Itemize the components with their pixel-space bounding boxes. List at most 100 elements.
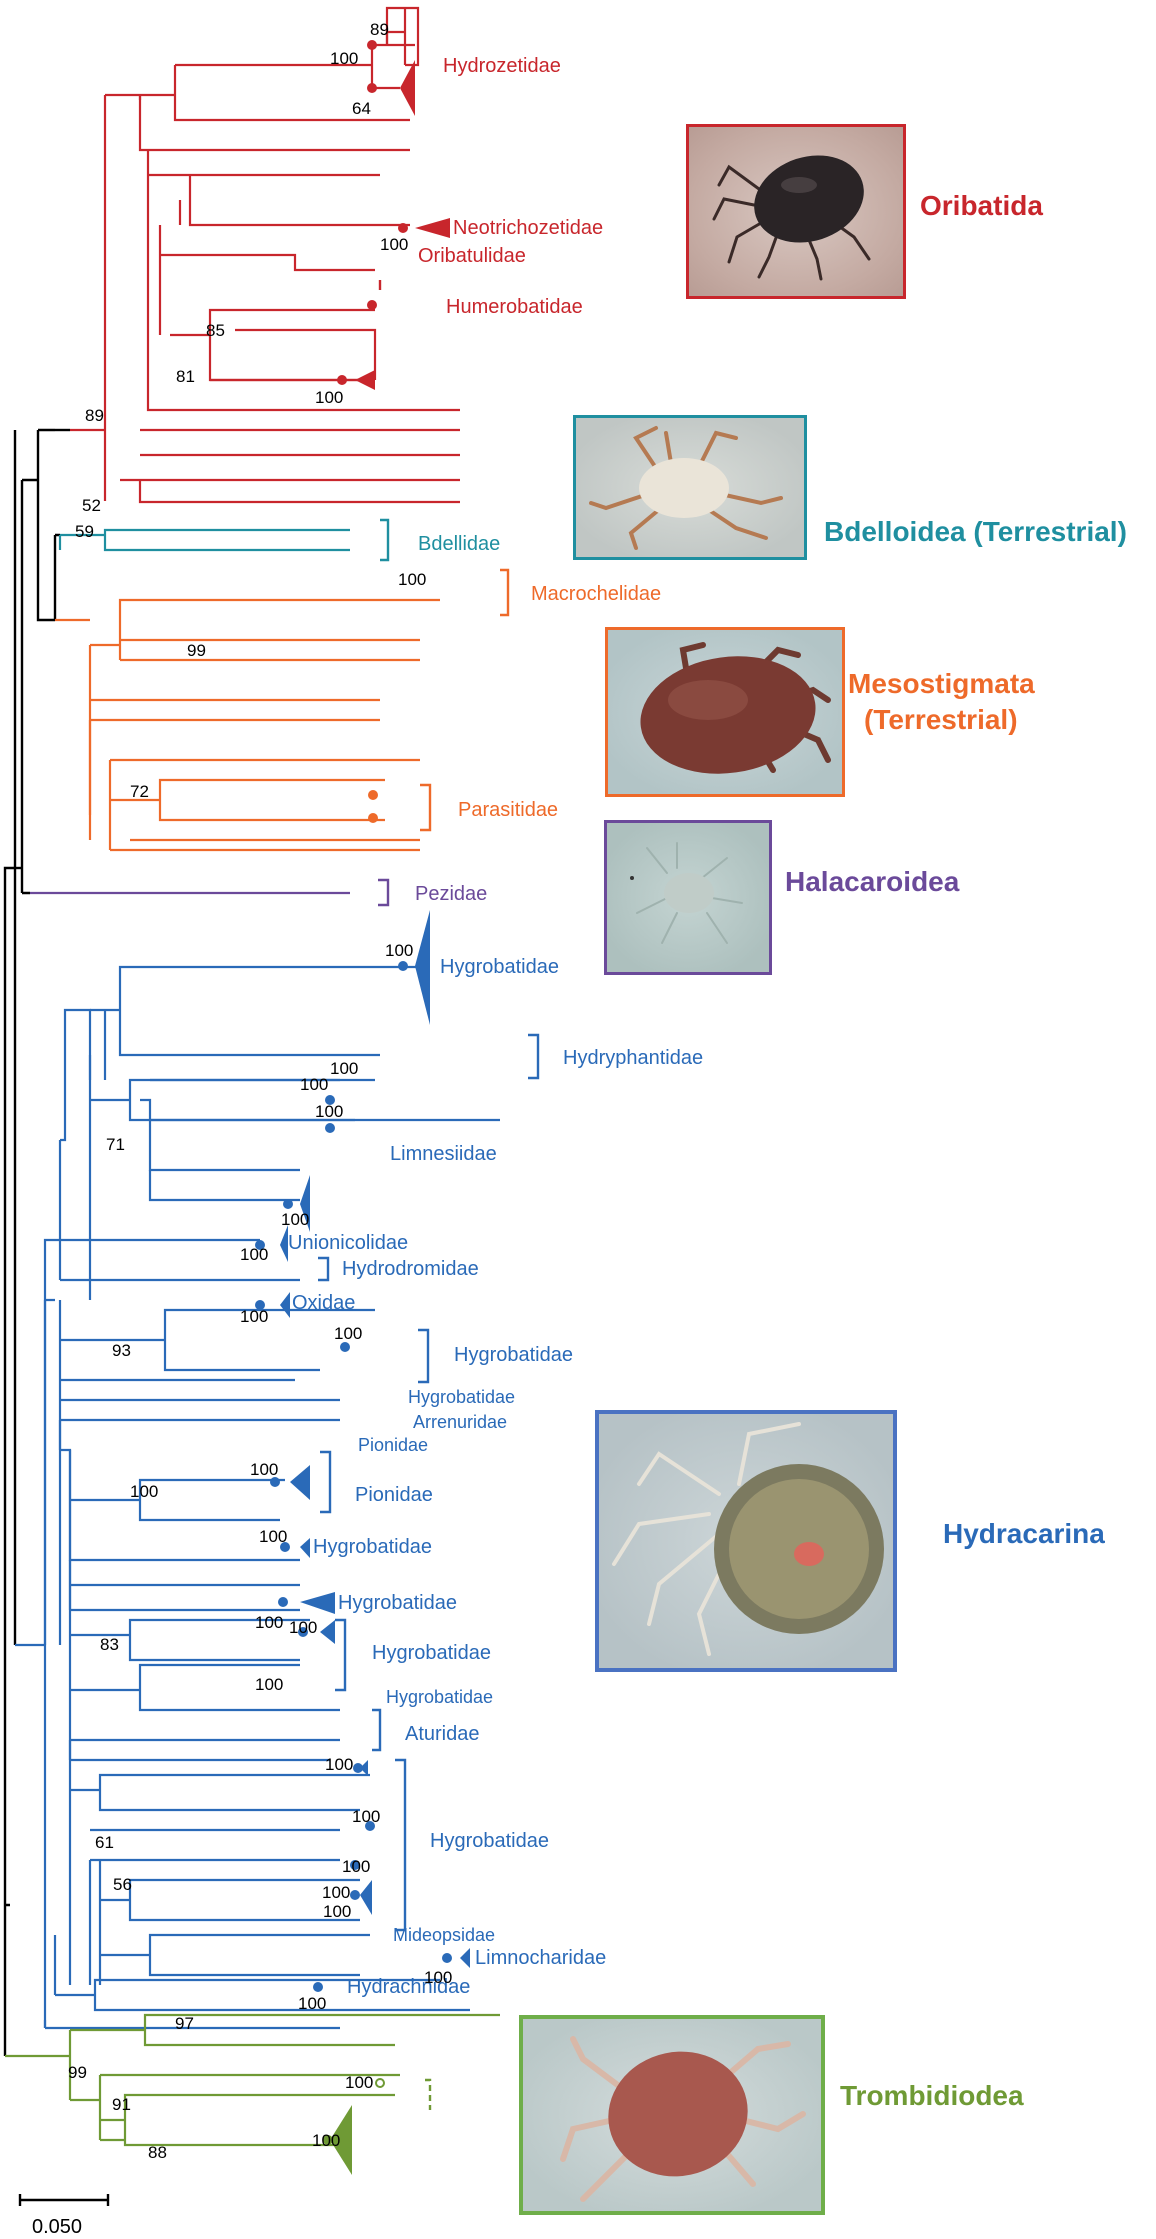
- collapsed-clade-hygrobatidae-top: [415, 910, 430, 1025]
- taxon-label-hygrobatidae-5: Hygrobatidae: [338, 1592, 457, 1614]
- taxon-label-oribatulidae: Oribatulidae: [418, 245, 526, 267]
- taxon-label-parasitidae: Parasitidae: [458, 799, 558, 821]
- support-value: 100: [250, 1460, 278, 1479]
- support-value: 100: [385, 941, 413, 960]
- node-dot: [367, 40, 377, 50]
- root-backbone: [3, 428, 70, 2056]
- trombidiodea-photo: [519, 2015, 825, 2215]
- support-value: 100: [130, 1482, 158, 1501]
- support-values: 89 100 64 100 85 81 100 89 52 59 100 99 …: [68, 20, 452, 2162]
- bracket-pionidae: [320, 1450, 332, 1514]
- taxon-label-limnocharidae: Limnocharidae: [475, 1947, 606, 1969]
- support-value: 100: [259, 1527, 287, 1546]
- node-dot: [340, 1342, 350, 1352]
- support-value: 100: [398, 570, 426, 589]
- support-value: 71: [106, 1135, 125, 1154]
- group-title-mesostigmata-1: Mesostigmata: [848, 668, 1035, 699]
- support-value: 100: [424, 1968, 452, 1987]
- taxon-label-neotrichozetidae: Neotrichozetidae: [453, 217, 603, 239]
- support-value: 100: [342, 1857, 370, 1876]
- node-dot: [283, 1199, 293, 1209]
- node-dot: [398, 223, 408, 233]
- taxon-label-hygrobatidae-2: Hygrobatidae: [454, 1344, 573, 1366]
- support-value: 100: [334, 1324, 362, 1343]
- oribatida-clade: [70, 6, 460, 504]
- bracket-pezidae: [378, 878, 390, 907]
- collapsed-clade-pionidae: [290, 1465, 310, 1500]
- hydracarina-photo: [595, 1410, 897, 1672]
- node-dot: [353, 1763, 363, 1773]
- taxon-label-pezidae: Pezidae: [415, 883, 487, 905]
- node-dots: [255, 40, 452, 2145]
- scale-bar: 0.050: [18, 2194, 110, 2238]
- support-value: 91: [112, 2095, 131, 2114]
- support-value: 56: [113, 1875, 132, 1894]
- taxon-label-hydrozetidae: Hydrozetidae: [443, 55, 561, 77]
- support-value: 100: [345, 2073, 373, 2092]
- node-dot: [280, 1542, 290, 1552]
- taxon-label-hydrodromidae: Hydrodromidae: [342, 1258, 479, 1280]
- collapsed-clade-unionicolidae: [280, 1225, 288, 1262]
- node-dot: [368, 790, 378, 800]
- support-value: 61: [95, 1833, 114, 1852]
- node-dot: [367, 300, 377, 310]
- node-dot-open: [375, 2078, 385, 2088]
- bdelloidea-clade: [58, 528, 350, 552]
- support-value: 88: [148, 2143, 167, 2162]
- support-value: 100: [240, 1307, 268, 1326]
- node-dot: [278, 1597, 288, 1607]
- mesostigmata-clade: [55, 598, 440, 852]
- support-value: 100: [380, 235, 408, 254]
- group-title-hydracarina: Hydracarina: [943, 1518, 1105, 1549]
- support-value: 64: [352, 99, 371, 118]
- support-value: 100: [322, 1883, 350, 1902]
- collapsed-clade-neotrichozetidae: [415, 218, 450, 238]
- group-title-halacaroidea: Halacaroidea: [785, 866, 960, 897]
- node-dot: [325, 1095, 335, 1105]
- bracket-macrochelidae: [500, 568, 510, 617]
- collapsed-clade-red-small: [355, 370, 375, 390]
- taxon-label-humerobatidae: Humerobatidae: [446, 296, 583, 318]
- support-value: 93: [112, 1341, 131, 1360]
- group-title-trombidiodea: Trombidiodea: [840, 2080, 1024, 2111]
- support-value: 89: [370, 20, 389, 39]
- support-value: 100: [240, 1245, 268, 1264]
- hydracarina-clade: [15, 965, 500, 2030]
- taxon-label-hygrobatidae-8: Hygrobatidae: [430, 1830, 549, 1852]
- support-value: 100: [312, 2131, 340, 2150]
- support-value: 59: [75, 522, 94, 541]
- collapsed-clade-trombidiodea: [330, 2105, 352, 2175]
- collapsed-clade-hygrobatidae-5: [300, 1592, 335, 1614]
- node-dot: [337, 375, 347, 385]
- support-value: 85: [206, 321, 225, 340]
- taxon-label-macrochelidae: Macrochelidae: [531, 583, 661, 605]
- support-value: 100: [255, 1613, 283, 1632]
- node-dot: [365, 1821, 375, 1831]
- node-dot: [325, 1123, 335, 1133]
- support-value: 100: [323, 1902, 351, 1921]
- support-value: 100: [315, 1102, 343, 1121]
- taxon-label-hygrobatidae-3: Hygrobatidae: [408, 1387, 515, 1407]
- taxon-label-hygrobatidae-1: Hygrobatidae: [440, 956, 559, 978]
- bracket-hygrobatidae-8: [395, 1758, 407, 1932]
- support-value: 72: [130, 782, 149, 801]
- bracket-hydryphantidae: [528, 1033, 540, 1080]
- node-dot: [313, 1982, 323, 1992]
- taxon-label-hygrobatidae-7: Hygrobatidae: [386, 1687, 493, 1707]
- scale-bar-line: [18, 2194, 110, 2206]
- support-value: 100: [352, 1807, 380, 1826]
- group-title-bdelloidea: Bdelloidea (Terrestrial): [824, 516, 1127, 547]
- taxon-label-hydrachnidae: Hydrachnidae: [347, 1976, 470, 1998]
- scale-bar-label: 0.050: [32, 2216, 82, 2238]
- node-dot: [270, 1477, 280, 1487]
- trombidiid-mite-illustration: [560, 2036, 806, 2202]
- bracket-aturidae: [372, 1708, 382, 1752]
- collapsed-clade-hygrobatidae-6: [320, 1620, 335, 1644]
- oribatid-mite-illustration: [712, 155, 871, 281]
- bdellid-mite-illustration: [589, 426, 783, 550]
- collapsed-clade-hygrobatidae-8b: [360, 1880, 372, 1915]
- collapsed-clade-limnocharidae: [460, 1948, 470, 1968]
- collapsed-clades: [280, 60, 470, 2175]
- support-value: 97: [175, 2014, 194, 2033]
